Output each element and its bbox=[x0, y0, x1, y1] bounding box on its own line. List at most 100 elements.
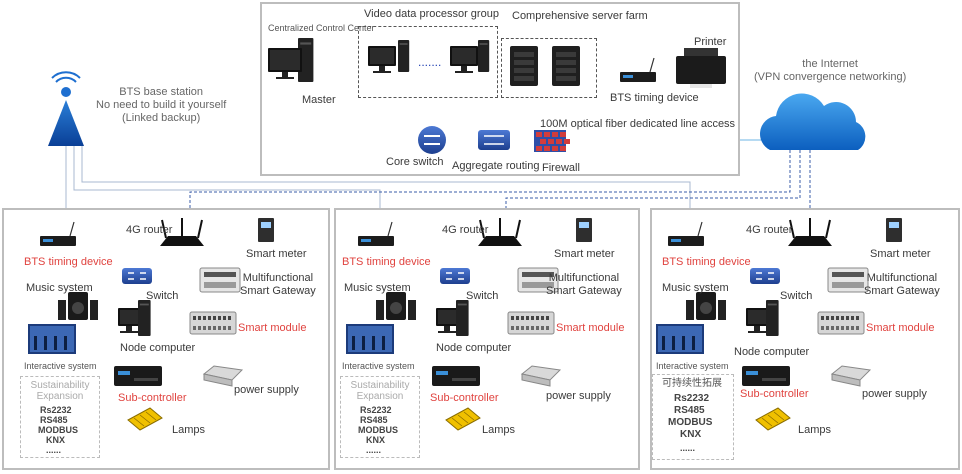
node3-computer-monitor bbox=[746, 308, 768, 333]
node3-node-computer-label: Node computer bbox=[734, 346, 810, 358]
node1-expansion-box bbox=[20, 376, 100, 458]
node3-music-icon bbox=[686, 292, 726, 320]
bts-node2-line bbox=[73, 144, 381, 220]
node3-router-icon bbox=[788, 218, 832, 246]
node1-smart-module-label: Smart module bbox=[238, 322, 307, 334]
node2-smart-meter-icon bbox=[576, 218, 592, 242]
video-monitor-2 bbox=[450, 46, 478, 73]
center-bts-timing-label: BTS timing device bbox=[610, 92, 699, 104]
node1-interactive-label: Interactive system bbox=[24, 361, 97, 371]
node3-interactive-label: Interactive system bbox=[656, 361, 729, 371]
node2-smart-module-icon bbox=[507, 311, 555, 335]
node2-interactive-label: Interactive system bbox=[342, 361, 415, 371]
node3-smart-meter-label: Smart meter bbox=[870, 248, 931, 260]
node3-power-supply-label: power supply bbox=[862, 388, 927, 400]
video-processor-group-label: Video data processor group bbox=[364, 8, 499, 20]
node2-bts-device-icon bbox=[358, 221, 394, 246]
node1-power-supply-label: power supply bbox=[234, 384, 299, 396]
node2-node-computer-label: Node computer bbox=[436, 342, 512, 354]
node3-smart-module-label: Smart module bbox=[866, 322, 935, 334]
node2-protocol-1: Rs2232 bbox=[360, 405, 392, 415]
node1-gateway-label: Multifunctional Smart Gateway bbox=[240, 272, 316, 297]
master-label: Master bbox=[302, 94, 336, 106]
video-processor-group-box bbox=[358, 26, 498, 98]
node3-interactive-icon bbox=[656, 324, 704, 354]
aggregate-router-icon bbox=[478, 130, 510, 150]
node1-music-label: Music system bbox=[26, 282, 93, 294]
center-bts-device bbox=[620, 57, 656, 82]
node1-computer-monitor bbox=[118, 308, 140, 333]
core-switch-icon bbox=[418, 126, 446, 154]
node3-computer-tower bbox=[766, 300, 779, 336]
node2-sub-controller-label: Sub-controller bbox=[430, 392, 499, 404]
printer-label: Printer bbox=[694, 36, 727, 48]
node1-smart-meter-icon bbox=[258, 218, 274, 242]
node3-protocol-5: ...... bbox=[680, 443, 696, 453]
bts-node3-line bbox=[81, 144, 691, 220]
core-switch-label: Core switch bbox=[386, 156, 444, 168]
aggregate-routing-label: Aggregate routing bbox=[452, 160, 540, 172]
node1-switch-icon bbox=[122, 268, 152, 284]
node3-smart-meter-icon bbox=[886, 218, 902, 242]
node3-protocol-1: Rs2232 bbox=[674, 393, 710, 404]
node2-sustainability-label: Sustainability Expansion bbox=[350, 380, 410, 402]
node2-power-supply-icon bbox=[520, 365, 562, 387]
server-2 bbox=[552, 46, 580, 86]
node3-sustainability-label: 可持续性拓展 bbox=[662, 378, 722, 389]
node3-protocol-4: KNX bbox=[680, 429, 702, 440]
node2-lamp-icon bbox=[445, 407, 481, 431]
master-monitor bbox=[268, 48, 302, 79]
node2-router-label: 4G router bbox=[442, 224, 489, 236]
node1-router-icon bbox=[160, 218, 204, 246]
bts-tower-icon bbox=[48, 71, 84, 146]
node3-lamp-icon bbox=[755, 407, 791, 431]
node1-sustainability-label: Sustainability Expansion bbox=[30, 380, 90, 402]
node1-lamp-icon bbox=[127, 407, 163, 431]
node1-power-supply-icon bbox=[202, 365, 244, 387]
node1-protocol-2: RS485 bbox=[40, 415, 68, 425]
node3-bts-device-icon bbox=[668, 221, 704, 246]
node3-lamps-label: Lamps bbox=[798, 424, 832, 436]
node2-music-label: Music system bbox=[344, 282, 411, 294]
node3-switch-icon bbox=[750, 268, 780, 284]
node3-protocol-3: MODBUS bbox=[668, 417, 713, 428]
node2-protocol-3: MODBUS bbox=[358, 425, 398, 435]
node3-music-label: Music system bbox=[662, 282, 729, 294]
node3-router-label: 4G router bbox=[746, 224, 793, 236]
node2-smart-module-label: Smart module bbox=[556, 322, 625, 334]
node2-switch-icon bbox=[440, 268, 470, 284]
node2-power-supply-label: power supply bbox=[546, 390, 611, 402]
node2-protocol-4: KNX bbox=[366, 435, 386, 445]
node3-sub-controller-icon bbox=[742, 366, 790, 386]
node3-gateway-icon bbox=[827, 267, 869, 293]
node1-music-icon bbox=[58, 292, 98, 320]
node1-smart-meter-label: Smart meter bbox=[246, 248, 307, 260]
node3-bts-timing-label: BTS timing device bbox=[662, 256, 751, 268]
node1-interactive-icon bbox=[28, 324, 76, 354]
node2-protocol-2: RS485 bbox=[360, 415, 388, 425]
node2-computer-monitor bbox=[436, 308, 458, 333]
node1-bts-timing-label: BTS timing device bbox=[24, 256, 113, 268]
internet-cloud-icon bbox=[760, 93, 866, 150]
ellipsis-dots: ....... bbox=[418, 55, 441, 69]
internet-node1-link bbox=[189, 150, 791, 220]
firewall-icon bbox=[534, 130, 570, 152]
node1-bts-device-icon bbox=[40, 221, 76, 246]
node2-gateway-label: Multifunctional Smart Gateway bbox=[546, 272, 622, 297]
node2-gateway-icon bbox=[517, 267, 559, 293]
server-farm-label: Comprehensive server farm bbox=[512, 10, 648, 22]
node2-expansion-box bbox=[340, 376, 420, 458]
node1-router-label: 4G router bbox=[126, 224, 173, 236]
node1-protocol-3: MODBUS bbox=[38, 425, 78, 435]
video-pc-1 bbox=[398, 40, 410, 72]
node3-smart-module-icon bbox=[817, 311, 865, 335]
video-monitor-1 bbox=[368, 46, 396, 73]
node2-switch-label: Switch bbox=[466, 290, 499, 302]
firewall-label: Firewall bbox=[542, 162, 580, 174]
node3-power-supply-icon bbox=[830, 365, 872, 387]
printer-icon bbox=[676, 48, 726, 88]
server-farm-box bbox=[501, 38, 597, 98]
centralized-control-center-label: Centralized Control Center bbox=[268, 23, 375, 33]
node3-gateway-label: Multifunctional Smart Gateway bbox=[864, 272, 940, 297]
